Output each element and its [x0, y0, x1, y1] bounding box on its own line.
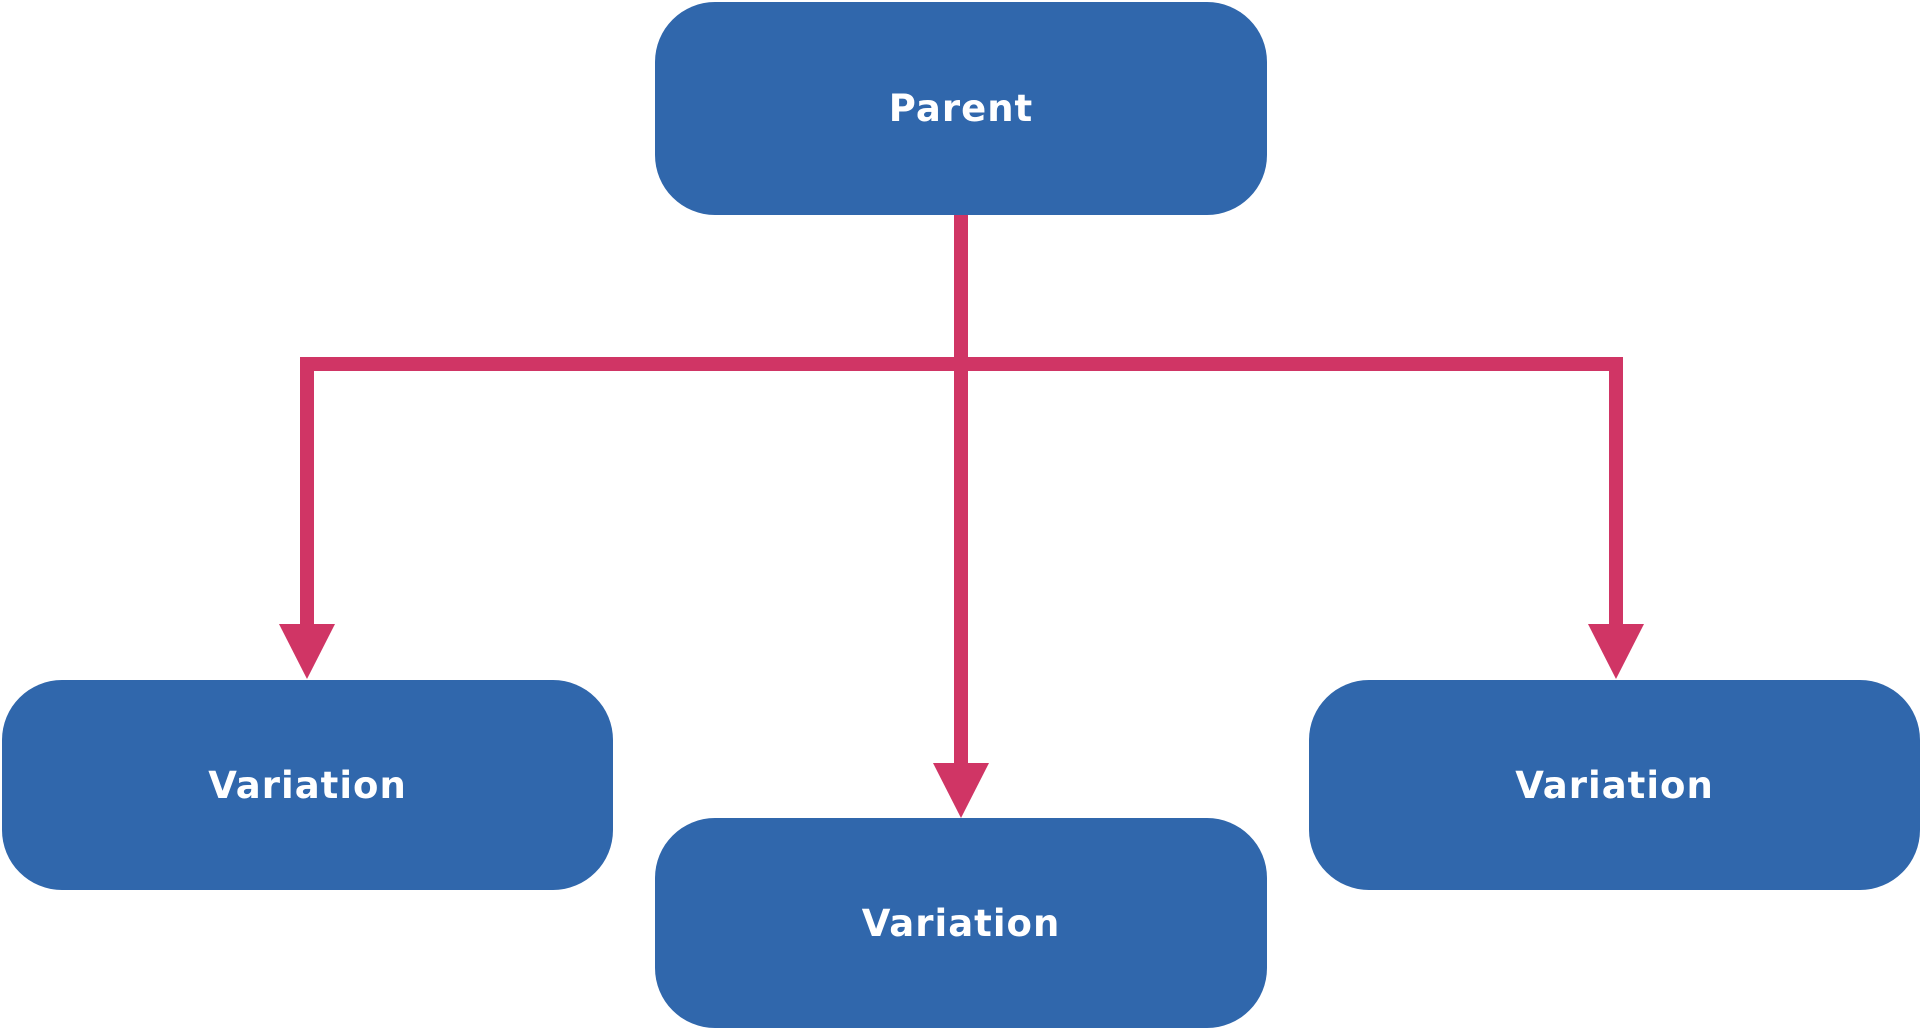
variation-node-left: Variation — [2, 680, 613, 890]
variation-node-center: Variation — [655, 818, 1267, 1028]
arrowhead-right — [1588, 624, 1644, 679]
arrowhead-center — [933, 763, 989, 818]
variation-node-right: Variation — [1309, 680, 1920, 890]
parent-node: Parent — [655, 2, 1267, 215]
arrowhead-left — [279, 624, 335, 679]
variation-node-center-label: Variation — [861, 901, 1061, 945]
variation-node-left-label: Variation — [208, 763, 407, 807]
parent-node-label: Parent — [888, 87, 1034, 130]
variation-node-right-label: Variation — [1515, 763, 1714, 807]
